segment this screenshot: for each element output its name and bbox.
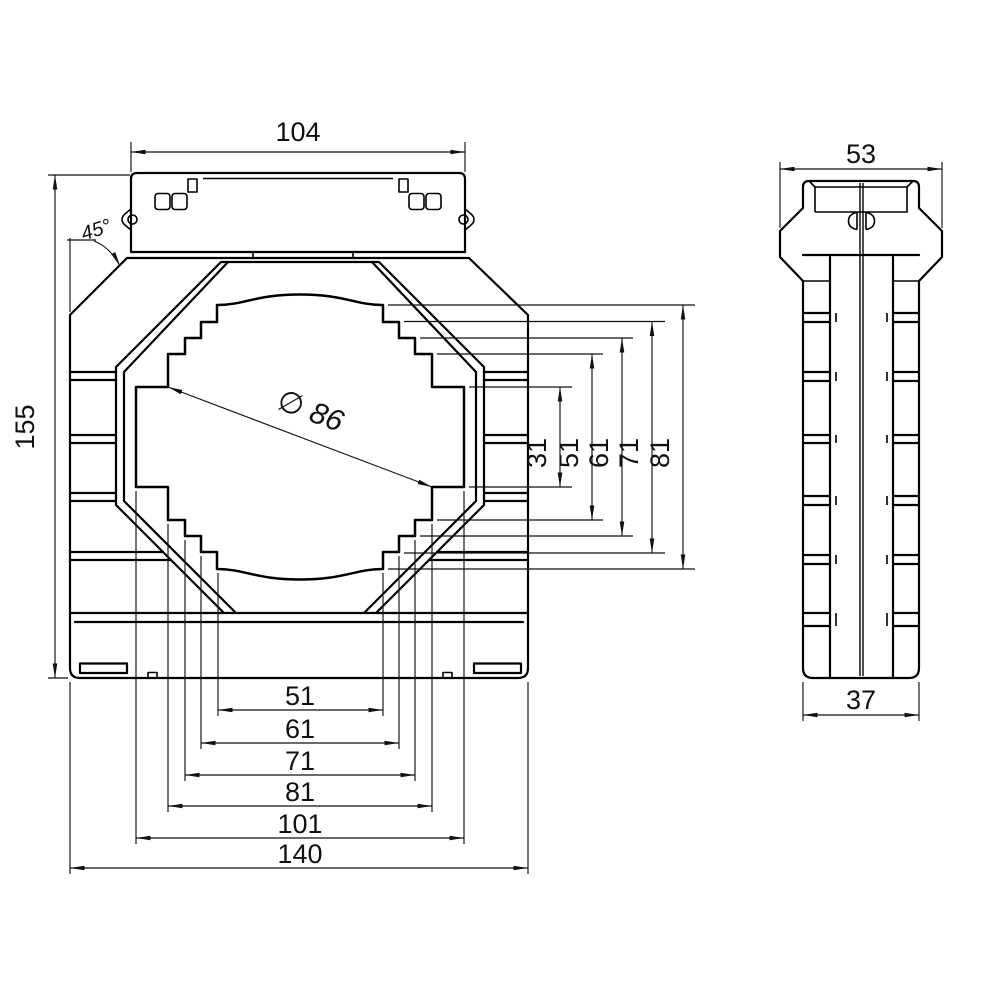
dim-51-label: 51 xyxy=(285,681,315,711)
front-view: ∅ 86 104 155 45° 31 51 61 71 xyxy=(10,117,695,874)
dim-53-label: 53 xyxy=(846,139,876,169)
dim-31-label: 31 xyxy=(522,438,552,468)
dim-37-label: 37 xyxy=(846,685,876,715)
dim-61-label: 61 xyxy=(285,714,315,744)
dim-140-label: 140 xyxy=(277,839,322,869)
dim-71v-label: 71 xyxy=(614,438,644,468)
side-ribs xyxy=(801,311,921,628)
dim-angle: 45° xyxy=(67,215,121,312)
side-outline xyxy=(778,179,944,680)
diameter-leader: ∅ 86 xyxy=(167,384,433,488)
dim-81v-label: 81 xyxy=(645,438,675,468)
side-view: 53 37 xyxy=(778,139,944,721)
dim-155-label: 155 xyxy=(10,404,40,449)
wall-ribs xyxy=(68,370,530,562)
dim-height: 155 xyxy=(10,174,130,679)
left-ear xyxy=(121,208,132,231)
dim-side-top: 53 xyxy=(779,139,943,228)
dim-101-label: 101 xyxy=(277,809,322,839)
dim-51v-label: 51 xyxy=(554,438,584,468)
dim-side-bottom: 37 xyxy=(802,682,920,721)
right-ear xyxy=(464,208,475,231)
ring-wall xyxy=(114,260,486,615)
core-window xyxy=(134,293,466,581)
terminal-block xyxy=(121,171,475,254)
dims-bottom: 51 61 71 81 101 140 xyxy=(69,491,529,874)
body-outline xyxy=(68,252,530,680)
dim-71-label: 71 xyxy=(285,746,315,776)
dim-61v-label: 61 xyxy=(584,438,614,468)
dims-right: 31 51 61 71 81 xyxy=(388,304,695,570)
dim-81-label: 81 xyxy=(285,777,315,807)
dim-top-width: 104 xyxy=(130,117,466,172)
dim-104-label: 104 xyxy=(275,117,320,147)
dim-45-label: 45° xyxy=(78,215,114,245)
